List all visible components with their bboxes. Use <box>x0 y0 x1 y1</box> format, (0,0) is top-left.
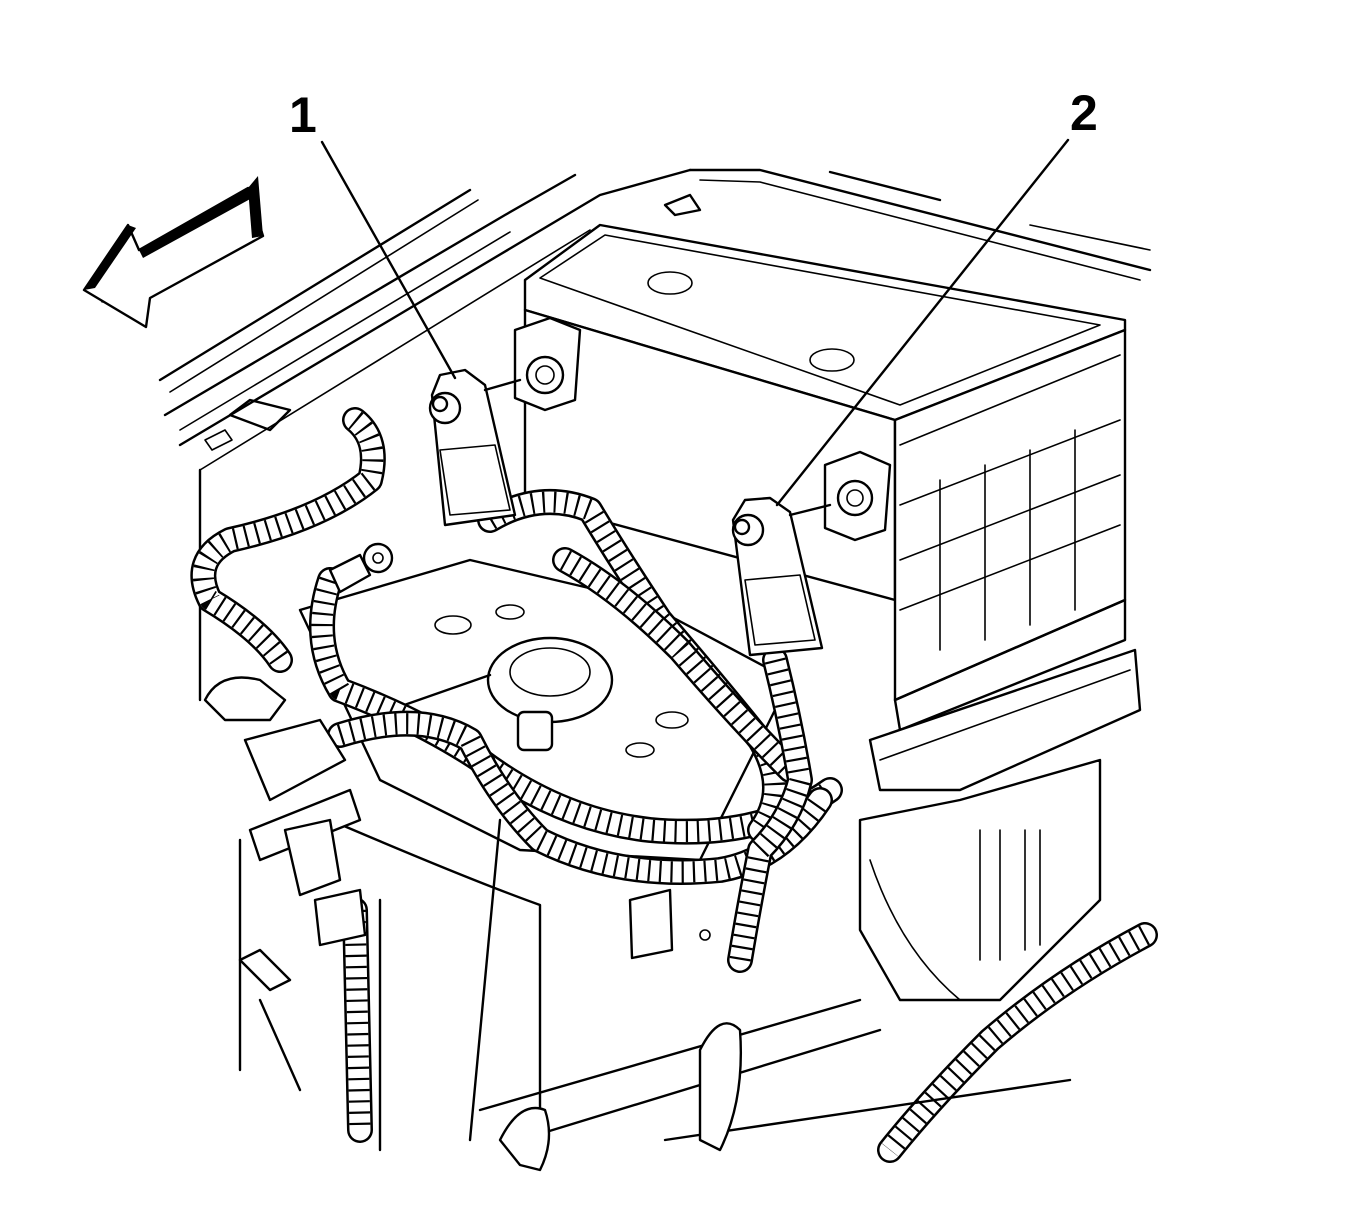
lower-crossmember <box>238 838 1072 1172</box>
negative-cable-terminal <box>428 368 522 527</box>
harness-connectors <box>203 676 711 992</box>
callout-label-1: 1 <box>289 87 317 143</box>
positive-cable-terminal <box>731 496 832 657</box>
direction-arrow-icon <box>82 176 265 329</box>
wiring-harness-main <box>190 407 1158 1163</box>
callout-label-2: 2 <box>1070 85 1098 141</box>
ground-ring-terminal <box>328 542 394 594</box>
callout-leader-lines <box>320 138 1070 507</box>
battery-tray <box>858 648 1142 1002</box>
battery <box>513 223 1127 732</box>
